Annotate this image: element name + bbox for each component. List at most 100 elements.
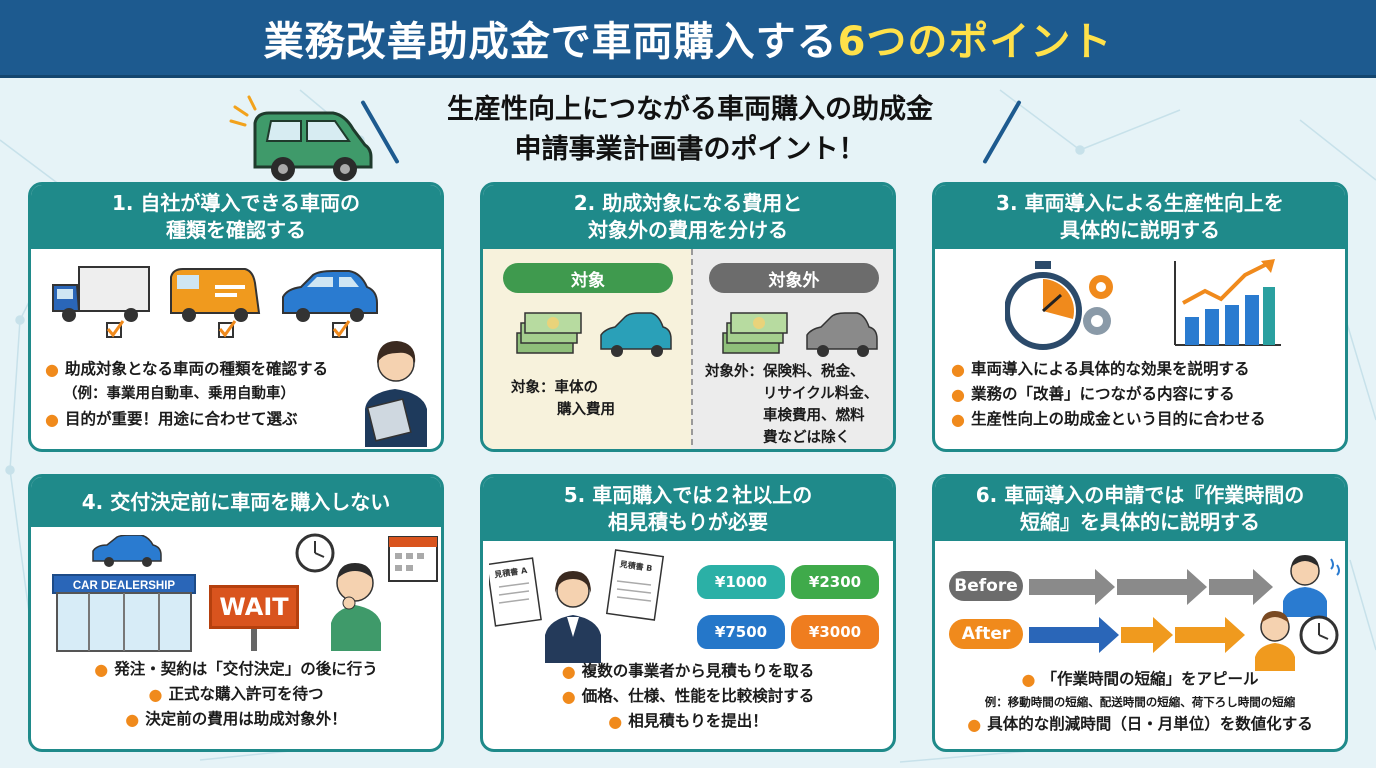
- bullet-item: ●複数の事業者から見積もりを取る: [483, 659, 893, 684]
- person-clipboard-icon: [365, 341, 427, 447]
- card-4-title-line1: 4. 交付決定前に車両を購入しない: [81, 489, 391, 514]
- card-4-title: 4. 交付決定前に車両を購入しない: [31, 477, 441, 527]
- document-icon: 見積書 A: [489, 557, 542, 627]
- wait-sign-post: [251, 629, 257, 651]
- card-point-5: 5. 車両購入では２社以上の相見積もりが必要 見積書 A 見積書 B ●複数の事…: [480, 474, 896, 752]
- after-label: After: [949, 619, 1023, 649]
- card-6-bullets: ● 「作業時間の短縮」をアピール 例：移動時間の短縮、配送時間の短縮、荷下ろし時間…: [935, 667, 1345, 737]
- excluded-text-line: 費などは除く: [763, 430, 850, 446]
- calendar-icon: [388, 536, 438, 582]
- card-4-bullets: ● 発注・契約は「交付決定」の後に行う ● 正式な購入許可を待つ ●決定前の費用は助…: [31, 657, 441, 732]
- card-5-title-line2: 相見積もりが必要: [607, 510, 768, 534]
- bullet-dot: ●: [951, 385, 965, 404]
- card-1-title-line2: 種類を確認する: [165, 218, 306, 242]
- car-price-icon: ¥1000: [697, 565, 785, 599]
- thinking-person-icon: [295, 533, 438, 651]
- bullet-dot: ●: [951, 410, 965, 429]
- green-van-icon: [229, 95, 373, 181]
- car-price-icon: ¥3000: [791, 615, 879, 649]
- subtitle-line1: 生産性向上につながる車両購入の助成金: [447, 94, 933, 125]
- card-2-title: 2. 助成対象になる費用と対象外の費用を分ける: [483, 185, 893, 249]
- bullet-text: 発注・契約は「交付決定」の後に行う: [114, 660, 378, 678]
- card-point-1: 1. 自社が導入できる車両の種類を確認する: [28, 182, 444, 452]
- excluded-text-line: 対象外：保険料、税金、: [705, 364, 865, 380]
- bullet-dot: ●: [1021, 670, 1036, 689]
- happy-person-icon: [1255, 611, 1339, 671]
- bullet-text: 目的が重要！用途に合わせて選ぶ: [64, 410, 298, 428]
- bullet-dot: ●: [125, 710, 140, 729]
- document-icon: 見積書 B: [605, 549, 665, 621]
- document-b-label: 見積書 B: [618, 559, 653, 574]
- dealership-icon: CAR DEALERSHIP: [52, 535, 196, 652]
- bullet-subtext: （例：事業用自動車、乗用自動車）: [63, 386, 295, 402]
- bullet-dot: ●: [608, 712, 623, 731]
- money-icon: [722, 312, 788, 354]
- quote-comparison-illustration: 見積書 A 見積書 B: [489, 549, 665, 663]
- tired-person-icon: [1283, 555, 1340, 617]
- target-description: 対象：車体の 購入費用: [511, 377, 615, 421]
- car-icon: [282, 270, 378, 322]
- bullet-text: 価格、仕様、性能を比較検討する: [581, 687, 815, 705]
- card-1-title-line1: 1. 自社が導入できる車両の: [111, 191, 361, 215]
- arrow-icon: [1029, 569, 1273, 605]
- bullet-dot: ●: [148, 685, 163, 704]
- car-price-icon: ¥2300: [791, 565, 879, 599]
- bullet-text: 具体的な削減時間（日・月単位）を数値化する: [987, 715, 1313, 733]
- excluded-text-line: リサイクル料金、: [763, 386, 879, 402]
- target-text-line1: 対象：車体の: [511, 380, 598, 396]
- stopwatch-icon: [1005, 261, 1113, 350]
- card-1-title: 1. 自社が導入できる車両の種類を確認する: [31, 185, 441, 249]
- card-6-title-line1: 6. 車両導入の申請では『作業時間の: [975, 483, 1305, 507]
- bullet-dot: ●: [967, 715, 982, 734]
- bullet-dot: ●: [45, 360, 59, 379]
- car-price-icon: ¥7500: [697, 615, 785, 649]
- bullet-item: ●助成対象となる車両の種類を確認する: [45, 357, 375, 382]
- clock-icon: [295, 533, 335, 573]
- card-point-3: 3. 車両導入による生産性向上を具体的に説明する ●車両導入による具体的な効果を…: [932, 182, 1348, 452]
- gear-icon: [1089, 275, 1113, 299]
- card-3-bullets: ● 車両導入による具体的な効果を説明する ● 業務の「改善」につながる内容にする ●…: [951, 357, 1341, 432]
- subtitle: 生産性向上につながる車両購入の助成金 申請事業計画書のポイント！: [380, 90, 1000, 170]
- card-point-4: 4. 交付決定前に車両を購入しない CAR DEALERSHIP WAIT ●発…: [28, 474, 444, 752]
- bullet-text: 相見積もりを提出！: [628, 712, 768, 730]
- card-3-title-line1: 3. 車両導入による生産性向上を: [996, 191, 1284, 215]
- clock-icon: [1299, 615, 1339, 655]
- bullet-dot: ●: [45, 410, 59, 429]
- businesswoman-icon: [545, 571, 601, 663]
- dealership-sign: CAR DEALERSHIP: [73, 580, 176, 592]
- card-5-title-line1: 5. 車両購入では２社以上の: [563, 483, 813, 507]
- bullet-item: ● 発注・契約は「交付決定」の後に行う: [31, 657, 441, 682]
- bullet-text: 車両導入による具体的な効果を説明する: [970, 360, 1250, 378]
- bullet-item: ● 「作業時間の短縮」をアピール: [935, 667, 1345, 692]
- bullet-text: 生産性向上の助成金という目的に合わせる: [970, 410, 1266, 428]
- bullet-text: 「作業時間の短縮」をアピール: [1041, 670, 1259, 688]
- car-icon: [806, 312, 878, 357]
- excluded-label: 対象外: [709, 263, 879, 293]
- subtitle-line2: 申請事業計画書のポイント！: [514, 134, 866, 165]
- after-arrows: [1029, 617, 1245, 653]
- vehicles-row: [52, 266, 378, 338]
- bullet-item: ●価格、仕様、性能を比較検討する: [483, 684, 893, 709]
- bullet-example: 例：移動時間の短縮、配送時間の短縮、荷下ろし時間の短縮: [984, 695, 1296, 709]
- card-5-bullets: ●複数の事業者から見積もりを取る ●価格、仕様、性能を比較検討する ● 相見積もり…: [483, 659, 893, 734]
- card-point-2: 2. 助成対象になる費用と対象外の費用を分ける 対象 対象外 対象：車体の 購入…: [480, 182, 896, 452]
- target-text-line2: 購入費用: [557, 402, 615, 418]
- bullet-item: ● 目的が重要！用途に合わせて選ぶ: [45, 407, 375, 432]
- bullet-text: 業務の「改善」につながる内容にする: [970, 385, 1235, 403]
- money-and-car-target: [516, 312, 672, 357]
- bullet-item: ● 車両導入による具体的な効果を説明する: [951, 357, 1341, 382]
- bullet-text: 正式な購入許可を待つ: [168, 685, 324, 703]
- bullet-text: 複数の事業者から見積もりを取る: [581, 662, 815, 680]
- bullet-dot: ●: [94, 660, 109, 679]
- arrow-icon: [1029, 617, 1245, 653]
- money-and-car-excluded: [722, 312, 878, 357]
- bullet-item: ●決定前の費用は助成対象外！: [31, 707, 441, 732]
- card-2-title-line2: 対象外の費用を分ける: [587, 218, 788, 242]
- bullet-dot: ●: [951, 360, 965, 379]
- truck-icon: [52, 266, 150, 322]
- excluded-description: 対象外：保険料、税金、 リサイクル料金、 車検費用、燃料 費などは除く: [705, 361, 878, 449]
- page-title: 業務改善助成金で車両購入する6つのポイント: [264, 9, 1113, 67]
- van-icon: [170, 268, 261, 322]
- title-highlight: 6つのポイント: [837, 18, 1113, 65]
- bullet-item: ● 業務の「改善」につながる内容にする: [951, 382, 1341, 407]
